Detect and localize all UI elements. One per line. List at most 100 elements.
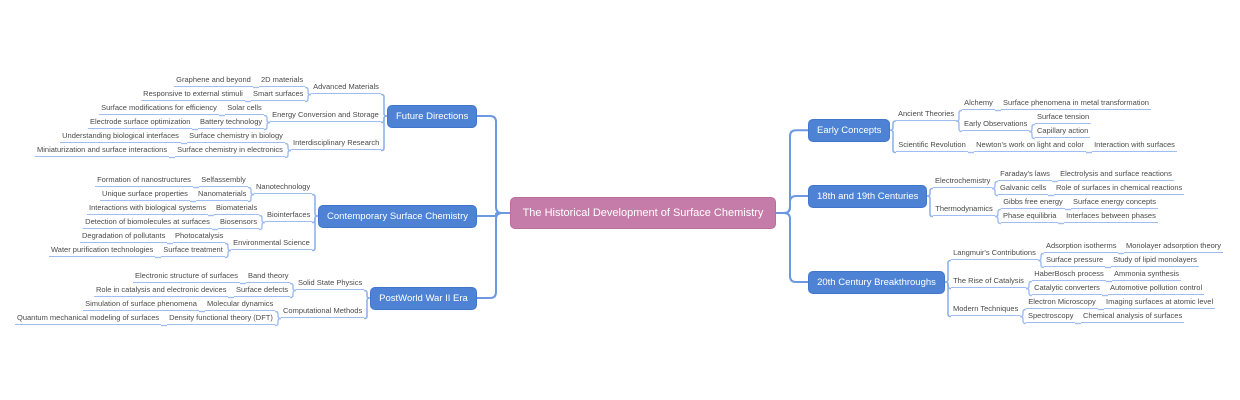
subtopic-gibbs-free-energy[interactable]: Gibbs free energy bbox=[1001, 197, 1065, 209]
subtopic-catalytic-converters[interactable]: Catalytic converters bbox=[1032, 283, 1102, 295]
detail-study-of-lipid-monolayers[interactable]: Study of lipid monolayers bbox=[1111, 255, 1199, 267]
topic-advanced-materials[interactable]: Advanced Materials bbox=[311, 82, 381, 94]
detail-imaging-surfaces-at-atomic-level[interactable]: Imaging surfaces at atomic level bbox=[1104, 297, 1215, 309]
branch-future-directions[interactable]: Future Directions bbox=[387, 105, 477, 128]
subtopic-surface-chemistry-in-biology[interactable]: Surface chemistry in biology bbox=[187, 131, 285, 143]
connector bbox=[285, 149, 291, 159]
detail-electrode-surface-optimization[interactable]: Electrode surface optimization bbox=[88, 117, 192, 129]
topic-nanotechnology[interactable]: Nanotechnology bbox=[254, 182, 312, 194]
subtopic-adsorption-isotherms[interactable]: Adsorption isotherms bbox=[1044, 241, 1118, 253]
connector bbox=[225, 249, 231, 259]
branch-contemporary-surface-chemistry[interactable]: Contemporary Surface Chemistry bbox=[318, 205, 477, 228]
subtopic-band-theory[interactable]: Band theory bbox=[246, 271, 290, 283]
subtopic-surface-pressure[interactable]: Surface pressure bbox=[1044, 255, 1105, 267]
subtopic-faraday-s-laws[interactable]: Faraday's laws bbox=[998, 169, 1052, 181]
detail-ammonia-synthesis[interactable]: Ammonia synthesis bbox=[1112, 269, 1181, 281]
subtopic-molecular-dynamics[interactable]: Molecular dynamics bbox=[205, 299, 275, 311]
root-node-historical-development-of-surface-chemistry[interactable]: The Historical Development of Surface Ch… bbox=[510, 197, 776, 229]
subtopic-2d-materials[interactable]: 2D materials bbox=[259, 75, 305, 87]
connector bbox=[1038, 259, 1044, 269]
subtopic-density-functional-theory-dft[interactable]: Density functional theory (DFT) bbox=[167, 313, 275, 325]
detail-interaction-with-surfaces[interactable]: Interaction with surfaces bbox=[1092, 140, 1177, 152]
subtopic-battery-technology[interactable]: Battery technology bbox=[198, 117, 264, 129]
branch-18th-and-19th-centuries[interactable]: 18th and 19th Centuries bbox=[808, 185, 927, 208]
detail-surface-tension[interactable]: Surface tension bbox=[1035, 112, 1091, 124]
subtopic-phase-equilibria[interactable]: Phase equilibria bbox=[1001, 211, 1058, 223]
subtopic-surface-chemistry-in-electronics[interactable]: Surface chemistry in electronics bbox=[175, 145, 285, 157]
connector bbox=[248, 193, 254, 203]
topic-energy-conversion-and-storage[interactable]: Energy Conversion and Storage bbox=[270, 110, 381, 122]
detail-responsive-to-external-stimuli[interactable]: Responsive to external stimuli bbox=[141, 89, 245, 101]
subtopic-newton-s-work-on-light-and-color[interactable]: Newton's work on light and color bbox=[974, 140, 1086, 152]
topic-modern-techniques[interactable]: Modern Techniques bbox=[951, 304, 1020, 316]
topic-interdisciplinary-research[interactable]: Interdisciplinary Research bbox=[291, 138, 381, 150]
subtopic-surface-treatment[interactable]: Surface treatment bbox=[161, 245, 225, 257]
detail-monolayer-adsorption-theory[interactable]: Monolayer adsorption theory bbox=[1124, 241, 1223, 253]
detail-degradation-of-pollutants[interactable]: Degradation of pollutants bbox=[80, 231, 167, 243]
detail-automotive-pollution-control[interactable]: Automotive pollution control bbox=[1108, 283, 1204, 295]
detail-interfaces-between-phases[interactable]: Interfaces between phases bbox=[1064, 211, 1158, 223]
detail-surface-modifications-for-efficiency[interactable]: Surface modifications for efficiency bbox=[99, 103, 219, 115]
subtopic-galvanic-cells[interactable]: Galvanic cells bbox=[998, 183, 1048, 195]
subtopic-smart-surfaces[interactable]: Smart surfaces bbox=[251, 89, 305, 101]
connector bbox=[776, 212, 808, 283]
topic-environmental-science[interactable]: Environmental Science bbox=[231, 238, 312, 250]
subtopic-selfassembly[interactable]: Selfassembly bbox=[199, 175, 248, 187]
topic-thermodynamics[interactable]: Thermodynamics bbox=[933, 204, 995, 216]
topic-electrochemistry[interactable]: Electrochemistry bbox=[933, 176, 992, 188]
topic-biointerfaces[interactable]: Biointerfaces bbox=[265, 210, 312, 222]
topic-solid-state-physics[interactable]: Solid State Physics bbox=[296, 278, 364, 290]
subtopic-biomaterials[interactable]: Biomaterials bbox=[214, 203, 259, 215]
detail-role-of-surfaces-in-chemical-reactions[interactable]: Role of surfaces in chemical reactions bbox=[1054, 183, 1184, 195]
detail-simulation-of-surface-phenomena[interactable]: Simulation of surface phenomena bbox=[83, 299, 199, 311]
connector bbox=[275, 317, 281, 327]
subtopic-photocatalysis[interactable]: Photocatalysis bbox=[173, 231, 225, 243]
connector bbox=[290, 289, 296, 299]
subtopic-alchemy[interactable]: Alchemy bbox=[962, 98, 995, 110]
connector bbox=[992, 187, 998, 197]
detail-unique-surface-properties[interactable]: Unique surface properties bbox=[100, 189, 190, 201]
connector bbox=[477, 212, 510, 217]
detail-capillary-action[interactable]: Capillary action bbox=[1035, 126, 1090, 138]
branch-early-concepts[interactable]: Early Concepts bbox=[808, 119, 890, 142]
subtopic-electron-microscopy[interactable]: Electron Microscopy bbox=[1026, 297, 1098, 309]
subtopic-solar-cells[interactable]: Solar cells bbox=[225, 103, 264, 115]
connector bbox=[381, 115, 387, 152]
topic-scientific-revolution[interactable]: Scientific Revolution bbox=[896, 140, 968, 152]
connector bbox=[927, 195, 933, 218]
detail-detection-of-biomolecules-at-surfaces[interactable]: Detection of biomolecules at surfaces bbox=[83, 217, 212, 229]
connector bbox=[776, 195, 808, 214]
detail-formation-of-nanostructures[interactable]: Formation of nanostructures bbox=[95, 175, 193, 187]
connector bbox=[1020, 315, 1026, 325]
detail-chemical-analysis-of-surfaces[interactable]: Chemical analysis of surfaces bbox=[1081, 311, 1184, 323]
subtopic-spectroscopy[interactable]: Spectroscopy bbox=[1026, 311, 1075, 323]
topic-ancient-theories[interactable]: Ancient Theories bbox=[896, 109, 956, 121]
topic-the-rise-of-catalysis[interactable]: The Rise of Catalysis bbox=[951, 276, 1026, 288]
detail-interactions-with-biological-systems[interactable]: Interactions with biological systems bbox=[87, 203, 208, 215]
detail-miniaturization-and-surface-interactions[interactable]: Miniaturization and surface interactions bbox=[35, 145, 169, 157]
topic-langmuir-s-contributions[interactable]: Langmuir's Contributions bbox=[951, 248, 1038, 260]
detail-role-in-catalysis-and-electronic-devices[interactable]: Role in catalysis and electronic devices bbox=[94, 285, 228, 297]
detail-understanding-biological-interfaces[interactable]: Understanding biological interfaces bbox=[60, 131, 181, 143]
detail-graphene-and-beyond[interactable]: Graphene and beyond bbox=[174, 75, 253, 87]
subtopic-biosensors[interactable]: Biosensors bbox=[218, 217, 259, 229]
detail-water-purification-technologies[interactable]: Water purification technologies bbox=[49, 245, 155, 257]
branch-20th-century-breakthroughs[interactable]: 20th Century Breakthroughs bbox=[808, 271, 945, 294]
connector bbox=[776, 129, 808, 214]
subtopic-haberbosch-process[interactable]: HaberBosch process bbox=[1032, 269, 1106, 281]
detail-electronic-structure-of-surfaces[interactable]: Electronic structure of surfaces bbox=[133, 271, 240, 283]
branch-postworld-war-ii-era[interactable]: PostWorld War II Era bbox=[370, 287, 477, 310]
detail-quantum-mechanical-modeling-of-surfaces[interactable]: Quantum mechanical modeling of surfaces bbox=[15, 313, 161, 325]
connector bbox=[305, 93, 311, 103]
connector bbox=[945, 281, 951, 318]
detail-surface-phenomena-in-metal-transformation[interactable]: Surface phenomena in metal transformatio… bbox=[1001, 98, 1151, 110]
connector bbox=[890, 120, 896, 132]
subtopic-nanomaterials[interactable]: Nanomaterials bbox=[196, 189, 248, 201]
detail-surface-energy-concepts[interactable]: Surface energy concepts bbox=[1071, 197, 1158, 209]
topic-computational-methods[interactable]: Computational Methods bbox=[281, 306, 364, 318]
detail-electrolysis-and-surface-reactions[interactable]: Electrolysis and surface reactions bbox=[1058, 169, 1174, 181]
subtopic-surface-defects[interactable]: Surface defects bbox=[234, 285, 290, 297]
subtopic-early-observations[interactable]: Early Observations bbox=[962, 119, 1029, 131]
connector bbox=[1026, 287, 1032, 297]
